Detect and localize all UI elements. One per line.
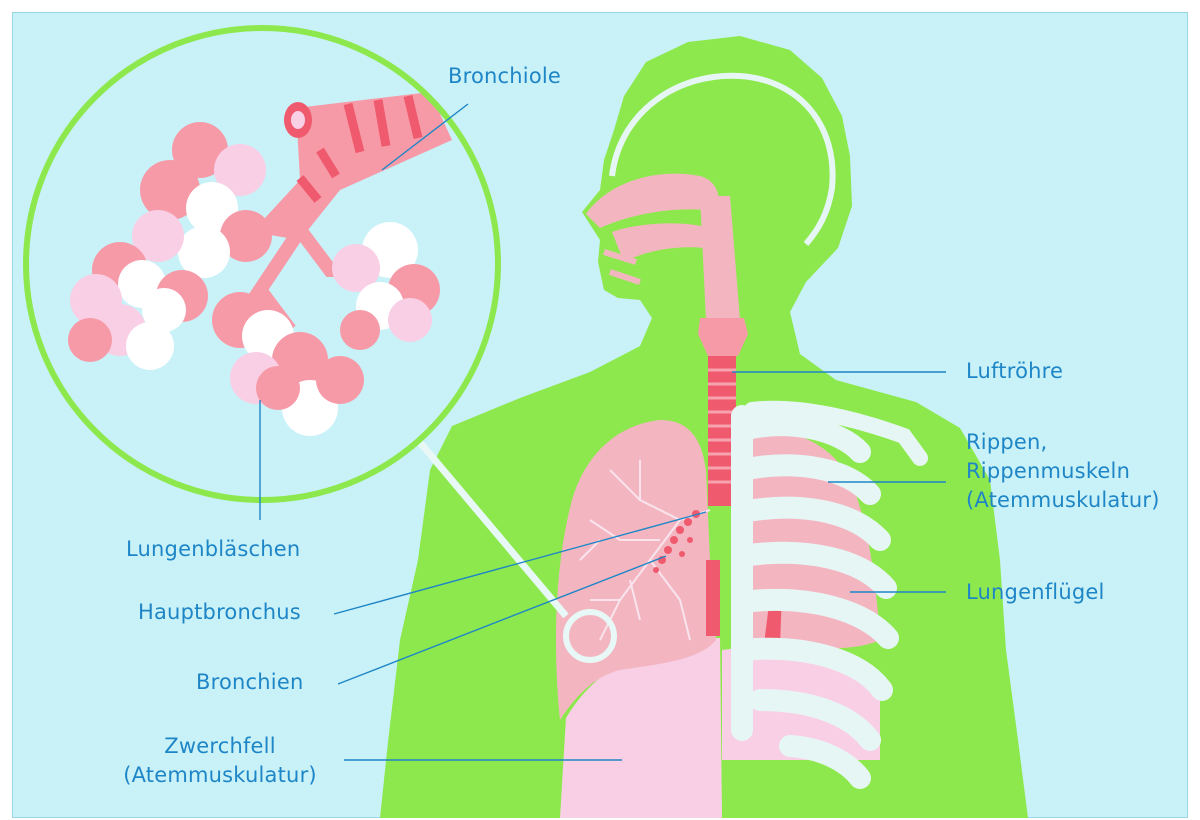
label-ribs-line2: Rippenmuskeln <box>966 457 1160 486</box>
label-ribs: Rippen, Rippenmuskeln (Atemmuskulatur) <box>966 428 1160 515</box>
label-diaphragm: Zwerchfell (Atemmuskulatur) <box>100 732 340 790</box>
label-bronchi: Bronchien <box>196 668 303 697</box>
label-ribs-line3: (Atemmuskulatur) <box>966 486 1160 515</box>
left-lung-edge <box>706 560 720 636</box>
bronchiole-opening-inner <box>291 111 305 129</box>
label-alveoli: Lungenbläschen <box>126 535 300 564</box>
label-ribs-line1: Rippen, <box>966 428 1160 457</box>
label-main-bronchus: Hauptbronchus <box>138 598 301 627</box>
label-bronchiole: Bronchiole <box>448 62 561 91</box>
label-trachea: Luftröhre <box>966 357 1063 386</box>
label-diaphragm-line1: Zwerchfell <box>100 732 340 761</box>
label-diaphragm-line2: (Atemmuskulatur) <box>100 761 340 790</box>
label-lung-lobe: Lungenflügel <box>966 578 1105 607</box>
larynx <box>698 318 748 356</box>
